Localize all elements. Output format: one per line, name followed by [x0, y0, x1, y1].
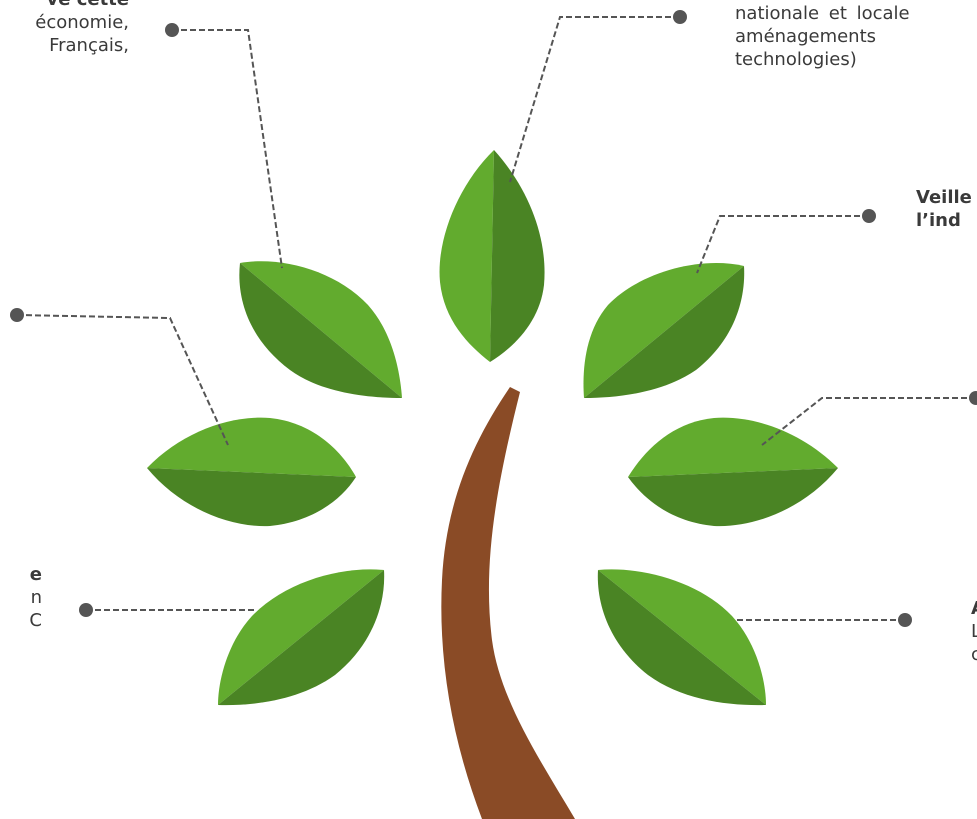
connector-dot-left-low — [79, 603, 93, 617]
label-left-low-heading: e — [29, 564, 42, 585]
leaf-upper-left — [239, 261, 402, 398]
label-top-right-line-3: technologies) — [735, 49, 857, 70]
connector-dot-right-mid — [969, 391, 977, 405]
label-right-mid-line-2: l’ind — [916, 210, 961, 231]
leaf-lower-right — [597, 569, 766, 706]
connector-left-mid — [16, 314, 229, 446]
connector-top-left — [172, 29, 283, 269]
trunk — [441, 387, 575, 819]
connector-right-mid — [761, 397, 976, 446]
leaf-upper-right — [583, 263, 745, 398]
label-right-low: A L c — [971, 597, 977, 666]
label-top-right-line-2: aménagements — [735, 26, 877, 47]
label-top-right: nationale et locale aménagements technol… — [735, 2, 910, 71]
label-top-left: ve cette économie, Français, — [35, 0, 129, 57]
label-left-low-line-2: C — [29, 610, 42, 631]
label-right-mid-line-1: Veille — [916, 187, 972, 208]
leaf-top-center — [439, 150, 545, 362]
connector-dot-upper-right — [862, 209, 876, 223]
label-top-right-line-1: nationale et locale — [735, 3, 910, 24]
label-right-low-line-2: c — [971, 644, 977, 665]
connector-dot-left-mid — [10, 308, 24, 322]
connector-dot-top-left — [165, 23, 179, 37]
label-top-left-heading: ve cette — [35, 0, 129, 11]
label-top-left-line-1: économie, — [35, 12, 129, 33]
label-left-low-line-1: n — [30, 587, 42, 608]
connector-dot-top-center — [673, 10, 687, 24]
connector-dot-right-low — [898, 613, 912, 627]
label-right-low-line-1: L — [971, 621, 977, 642]
connector-top-center — [509, 16, 680, 183]
label-right-low-heading: A — [971, 597, 977, 620]
leaf-middle-left — [147, 417, 356, 527]
leaf-middle-right — [628, 417, 838, 527]
connector-upper-right — [696, 215, 869, 274]
label-right-mid: Veille l’ind — [916, 186, 972, 232]
leaf-lower-left — [218, 569, 385, 706]
label-left-low: e n C — [29, 563, 42, 632]
label-top-left-line-2: Français, — [49, 35, 129, 56]
